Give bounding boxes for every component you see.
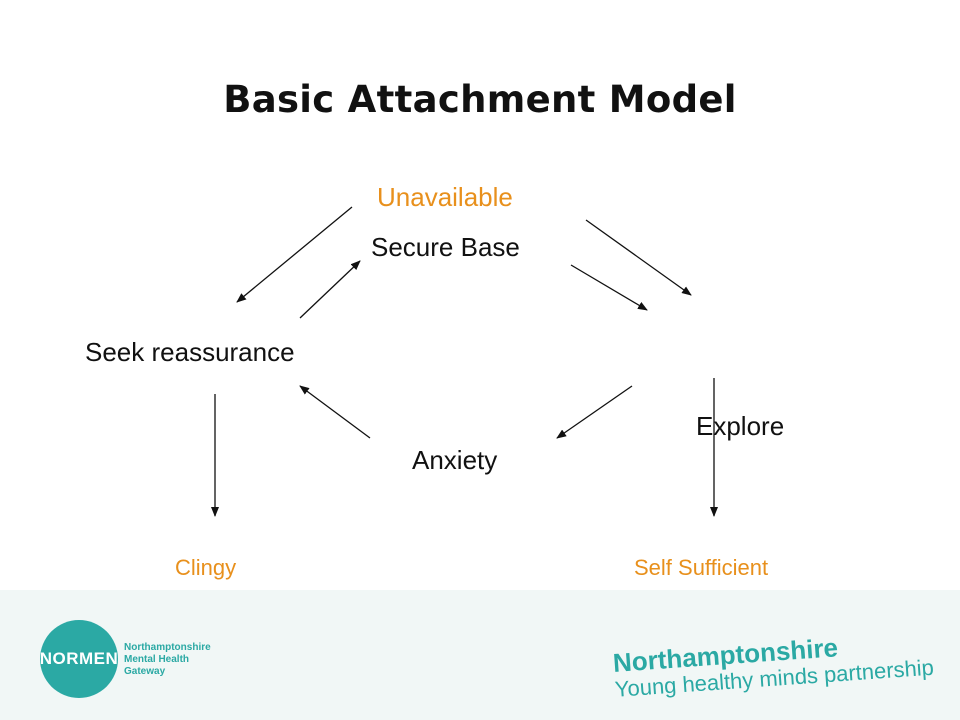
normen-logo-text: NORMEN	[39, 649, 119, 668]
normen-caption-line2: Mental Health	[124, 654, 190, 665]
label-seek-reassurance: Seek reassurance	[85, 337, 295, 367]
arrow-explore-to-anxiety	[556, 385, 633, 439]
arrow-unavailable-to-right	[585, 219, 692, 296]
label-clingy: Clingy	[175, 555, 237, 580]
label-secure-base: Secure Base	[371, 232, 520, 262]
label-anxiety: Anxiety	[412, 445, 498, 475]
label-explore: Explore	[696, 411, 785, 441]
arrow-seek-to-secure-base	[299, 260, 361, 319]
label-self-sufficient: Self Sufficient	[634, 555, 769, 580]
label-unavailable: Unavailable	[377, 182, 513, 212]
slide-title: Basic Attachment Model	[223, 78, 737, 121]
normen-caption-line3: Gateway	[124, 666, 166, 677]
normen-logo-caption: Northamptonshire Mental Health Gateway	[124, 642, 211, 678]
arrow-unavailable-to-seek	[236, 206, 353, 303]
normen-caption-line1: Northamptonshire	[124, 642, 211, 653]
arrow-anxiety-to-seek	[299, 385, 371, 439]
normen-logo: NORMEN	[40, 620, 118, 698]
footer-band	[0, 590, 960, 720]
arrow-secure-base-to-explore	[570, 264, 648, 311]
